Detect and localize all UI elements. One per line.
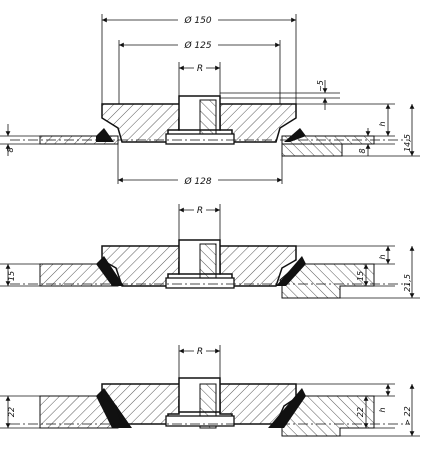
body-bottom	[101, 377, 297, 429]
dim-d128: Ø 128	[117, 144, 283, 187]
label-r-bottom: R	[197, 347, 203, 357]
panel-right-middle	[279, 263, 375, 299]
label-total-top: 14,5	[403, 134, 412, 152]
label-total-middle: 21,5	[403, 274, 412, 292]
view-middle: R 15 h	[0, 204, 420, 299]
panel-right-bottom	[279, 395, 375, 437]
dim-right-bottom: h 22 > 22	[296, 383, 420, 437]
label-approx5: ~5	[316, 80, 325, 92]
label-r-top: R	[197, 64, 203, 74]
dim-left-thk-middle: 15	[0, 263, 40, 287]
label-d125: Ø 125	[183, 40, 211, 51]
view-top: Ø 150 Ø 125 R ~5	[0, 13, 420, 187]
label-d150: Ø 150	[183, 15, 211, 26]
dim-r-top: R	[178, 62, 221, 96]
dim-r-bottom: R	[178, 345, 221, 380]
label-left-thk-middle: 15	[7, 271, 16, 281]
dim-right-middle: h 15 21,5	[296, 245, 420, 299]
label-r-middle: R	[197, 206, 203, 216]
dim-d125: Ø 125	[118, 38, 281, 104]
label-d128: Ø 128	[183, 176, 211, 187]
label-h-middle: h	[378, 254, 387, 259]
label-total-bottom: > 22	[403, 406, 412, 425]
gasket-top	[96, 128, 306, 142]
gasket-middle	[96, 256, 306, 286]
label-right-thk-top: 8	[358, 148, 367, 153]
label-left-thk-top: 8	[6, 147, 15, 152]
label-h-top: h	[378, 121, 387, 126]
dim-left-thk-top: 8	[0, 124, 40, 156]
panel-right-top	[281, 135, 375, 157]
label-left-thk-bottom: 22	[7, 407, 16, 417]
label-right-thk-middle: 15	[356, 271, 365, 281]
label-right-thk-bottom: 22	[356, 407, 365, 417]
body-top	[101, 95, 297, 145]
dim-left-thk-bottom: 22	[0, 395, 40, 429]
view-bottom: R 22 h	[0, 345, 420, 437]
dim-d150: Ø 150	[101, 13, 297, 104]
label-h-bottom: h	[378, 407, 387, 412]
dim-r-middle: R	[178, 204, 221, 240]
body-middle	[101, 239, 297, 289]
dim-right-top: h 8 14,5	[296, 103, 420, 157]
